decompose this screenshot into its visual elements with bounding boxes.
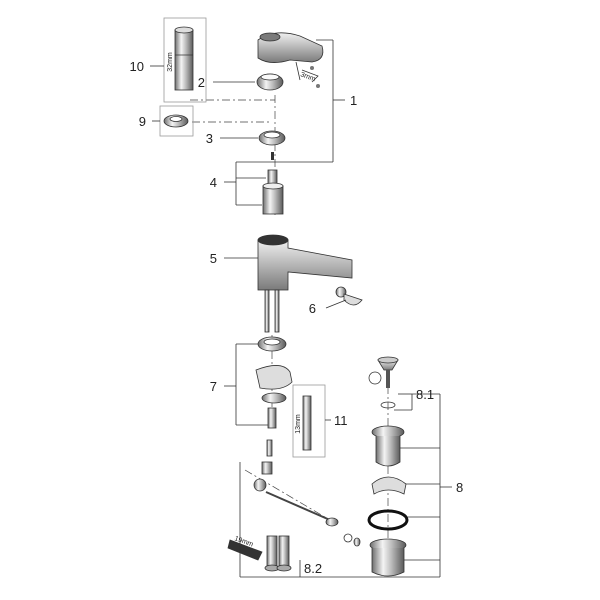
dimension-labels: 32mm 3mm 13mm 19mm	[167, 52, 316, 548]
part-7-fixing-set	[255, 336, 293, 429]
part-8-waste-set	[367, 356, 409, 577]
label-7: 7	[210, 379, 217, 394]
hose-assembly	[227, 535, 292, 572]
label-2: 2	[198, 75, 205, 90]
part-10-sleeve	[163, 17, 207, 103]
label-8-2: 8.2	[304, 561, 322, 576]
label-10: 10	[130, 59, 144, 74]
label-4: 4	[210, 175, 217, 190]
leader-lines	[150, 39, 452, 578]
dim-13mm: 13mm	[295, 414, 302, 434]
label-9: 9	[139, 114, 146, 129]
label-3: 3	[206, 131, 213, 146]
part-6-spray-head	[335, 286, 363, 306]
dim-32mm: 32mm	[167, 52, 174, 72]
part-9-adapter	[159, 105, 194, 137]
label-5: 5	[210, 251, 217, 266]
label-8-1: 8.1	[416, 387, 434, 402]
label-11: 11	[334, 413, 348, 428]
label-1: 1	[350, 93, 357, 108]
part-labels: 10 2 9 3 1 4 5 6 7 11 8.1 8 8.2	[130, 59, 464, 576]
label-8: 8	[456, 480, 463, 495]
part-5-body	[257, 234, 353, 333]
part-2-cap-ring	[256, 73, 284, 91]
pop-up-rod-assembly	[253, 461, 361, 547]
center-axes	[190, 95, 389, 560]
part-4-cartridge	[262, 152, 284, 215]
part-11-connection	[266, 384, 326, 458]
label-6: 6	[309, 301, 316, 316]
dim-3mm: 3mm	[299, 71, 316, 83]
part-1-lever-handle	[257, 32, 324, 88]
part-3-nut	[258, 130, 286, 146]
